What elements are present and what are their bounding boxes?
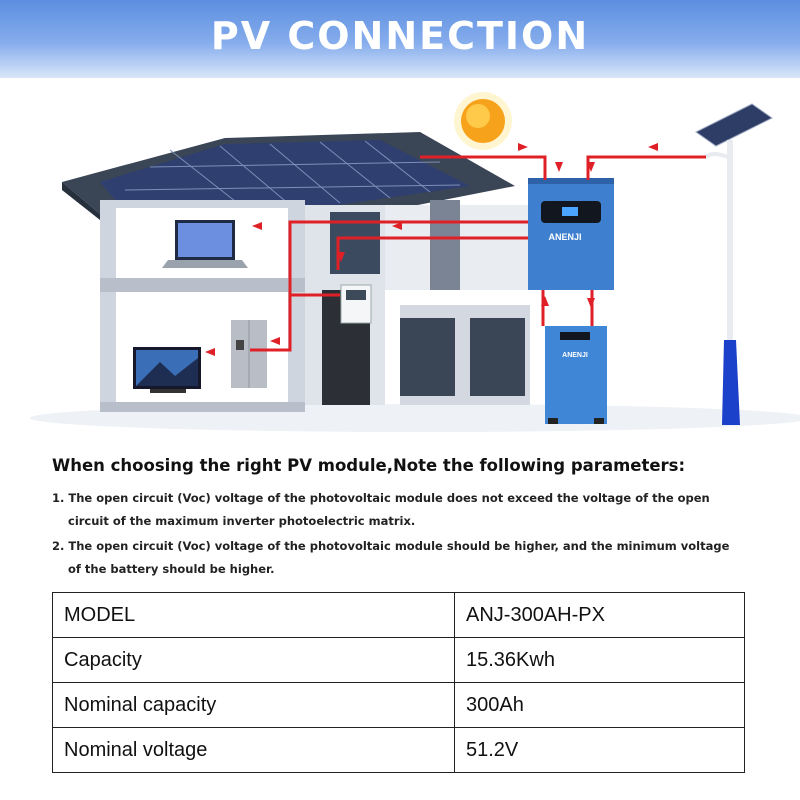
banner-title: PV CONNECTION [210,14,590,58]
battery-brand: ANENJI [562,352,588,359]
tv-icon [133,347,201,393]
table-row: Nominal capacity 300Ah [52,682,745,728]
table-row: Capacity 15.36Kwh [52,637,745,683]
spec-value: 300Ah [454,682,745,728]
note-voc-1: 1. The open circuit (Voc) voltage of the… [52,487,762,533]
sun-icon [454,92,512,150]
note-2-line-1: 2. The open circuit (Voc) voltage of the… [52,539,730,553]
spec-value: ANJ-300AH-PX [454,592,745,638]
spec-label: Nominal capacity [52,682,455,728]
spec-label: Nominal voltage [52,727,455,773]
spec-table: MODEL ANJ-300AH-PX Capacity 15.36Kwh Nom… [52,592,745,773]
spec-label: MODEL [52,592,455,638]
refrigerator-icon [231,320,267,388]
note-1-line-1: 1. The open circuit (Voc) voltage of the… [52,491,710,505]
title-banner: PV CONNECTION [0,0,800,78]
solar-street-light [695,103,773,425]
inverter-brand: ANENJI [548,232,581,242]
parameters-heading: When choosing the right PV module,Note t… [52,456,686,475]
arrow-icons [205,143,658,356]
pv-connection-illustration: ANENJI ANENJI [30,92,800,432]
laptop-icon [162,220,248,268]
spec-value: 51.2V [454,727,745,773]
table-row: Nominal voltage 51.2V [52,727,745,773]
battery-unit: ANENJI [545,326,607,424]
spec-value: 15.36Kwh [454,637,745,683]
charge-controller [340,284,372,324]
solar-roof [62,132,515,220]
note-1-line-2: circuit of the maximum inverter photoele… [68,514,416,528]
table-row: MODEL ANJ-300AH-PX [52,592,745,638]
note-2-line-2: of the battery should be higher. [68,562,275,576]
wiring [250,155,706,352]
note-voc-2: 2. The open circuit (Voc) voltage of the… [52,535,762,581]
inverter-unit: ANENJI [528,178,614,290]
spec-label: Capacity [52,637,455,683]
